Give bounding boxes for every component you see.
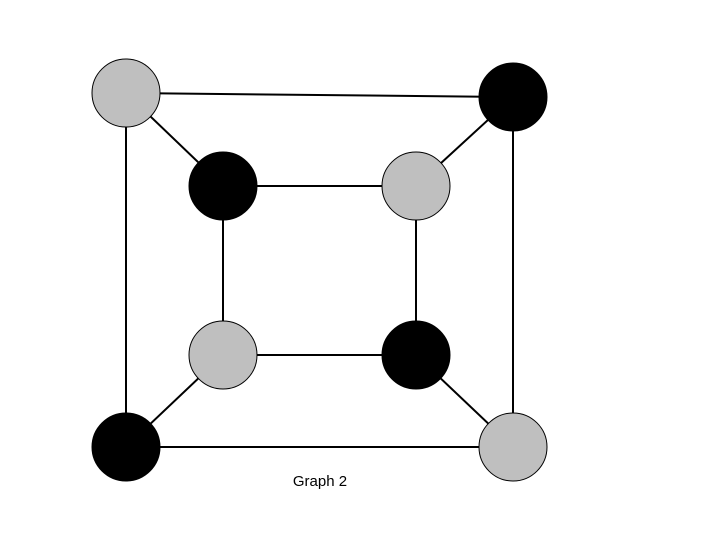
node-inner-top-right — [381, 151, 451, 221]
node-outer-top-left — [91, 58, 161, 128]
graph-caption: Graph 2 — [292, 473, 348, 490]
edge-outer-top-left-to-outer-top-right — [125, 92, 514, 98]
node-layer — [91, 58, 548, 482]
node-outer-bottom-left — [91, 412, 161, 482]
node-outer-top-right — [478, 62, 548, 132]
node-outer-bottom-right — [478, 412, 548, 482]
node-inner-top-left — [188, 151, 258, 221]
edge-layer — [125, 92, 514, 448]
node-inner-bottom-left — [188, 320, 258, 390]
node-inner-bottom-right — [381, 320, 451, 390]
